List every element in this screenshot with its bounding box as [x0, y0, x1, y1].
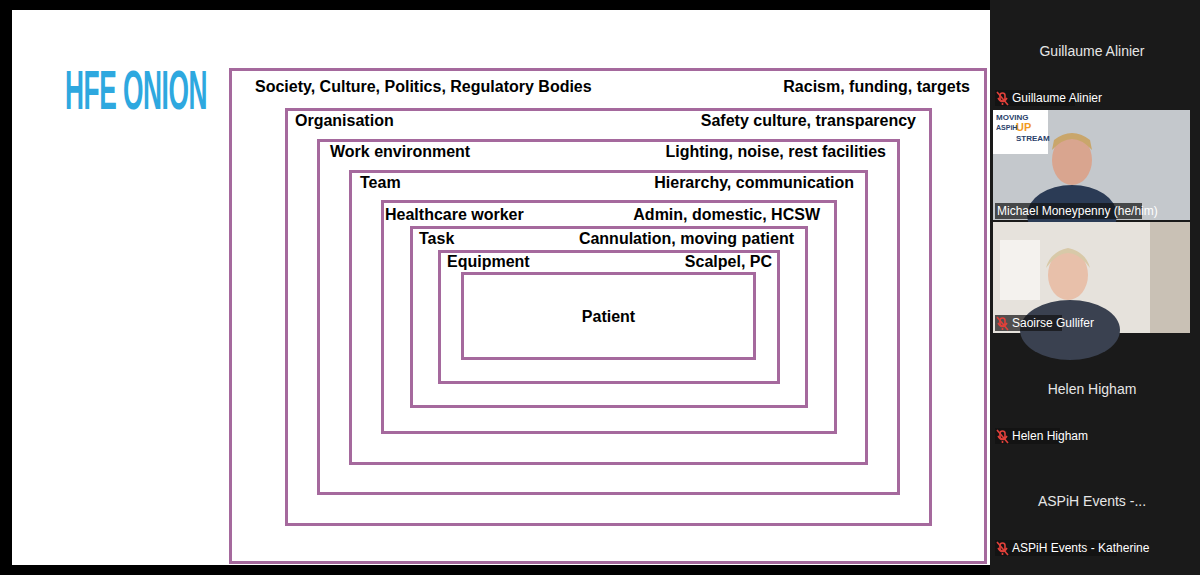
logo-text: ASPiH [996, 124, 1017, 132]
participant-badge: ASPiH Events - Katherine [1012, 541, 1149, 555]
layer-examples: Safety culture, transparency [701, 111, 916, 130]
video-tile [993, 110, 1190, 220]
room-door [1000, 240, 1040, 300]
name-badge [995, 90, 1075, 106]
participant-name: Helen Higham [1048, 381, 1137, 398]
room-shelf [1150, 222, 1190, 333]
layer-name: Work environment [330, 142, 470, 161]
layer-name: Equipment [447, 252, 530, 271]
layer-name: Healthcare worker [385, 205, 524, 224]
outer-layer-box: Society, Culture, Politics, Regulatory B… [229, 68, 987, 564]
center-label: Patient [582, 307, 635, 326]
participant-badge: Guillaume Alinier [1012, 91, 1102, 105]
layer-name: Team [360, 173, 401, 192]
layer-examples: Admin, domestic, HCSW [633, 205, 820, 224]
layer-box: Equipment Scalpel, PC Patient [438, 250, 780, 384]
participant-badge: Helen Higham [1012, 429, 1088, 443]
muted-mic-icon [997, 430, 1008, 443]
layer-examples: Cannulation, moving patient [579, 229, 794, 248]
layer-box: Healthcare worker Admin, domestic, HCSW Ta… [381, 200, 837, 434]
layer-name: Organisation [295, 111, 394, 130]
name-badge [995, 203, 1142, 219]
layer-examples: Scalpel, PC [685, 252, 772, 271]
layer-examples: Racism, funding, targets [783, 77, 970, 96]
name-badge [995, 315, 1062, 331]
logo-text: UP [1016, 121, 1031, 134]
logo-text: MOVING [996, 113, 1028, 123]
participant-panel [990, 0, 1200, 575]
layer-examples: Hierarchy, communication [654, 173, 854, 192]
participant-name: ASPiH Events -... [1038, 493, 1146, 510]
name-badge [995, 540, 1117, 556]
layer-box: Organisation Safety culture, transparency… [285, 108, 932, 526]
conference-logo [993, 110, 1048, 154]
layer-box: Team Hierarchy, communicationHealthcare w… [349, 170, 868, 465]
layer-name: Society, Culture, Politics, Regulatory B… [255, 77, 592, 96]
logo-text: STREAM [1016, 134, 1050, 144]
muted-mic-icon [997, 542, 1008, 555]
participant-badge: Saoirse Gullifer [1012, 316, 1094, 330]
slide: HFE ONION Society, Culture, Politics, Reg… [12, 10, 990, 565]
slide-title: HFE ONION [65, 60, 207, 120]
layer-examples: Lighting, noise, rest facilities [666, 142, 886, 161]
muted-mic-icon [997, 92, 1008, 105]
person-hair [1052, 133, 1092, 150]
person-hair [1046, 248, 1090, 268]
layer-name: Task [419, 229, 454, 248]
muted-mic-icon [997, 317, 1008, 330]
name-badge [995, 428, 1060, 444]
muted-mic-icons [997, 92, 1008, 555]
layer-box: Patient [461, 272, 756, 360]
layer-box: Work environment Lighting, noise, rest fa… [317, 139, 900, 495]
participant-name: Guillaume Alinier [1039, 43, 1144, 60]
participant-badge: Michael Moneypenny (he/him) [997, 204, 1158, 218]
layer-box: Task Cannulation, moving patientEquipment… [410, 226, 808, 408]
